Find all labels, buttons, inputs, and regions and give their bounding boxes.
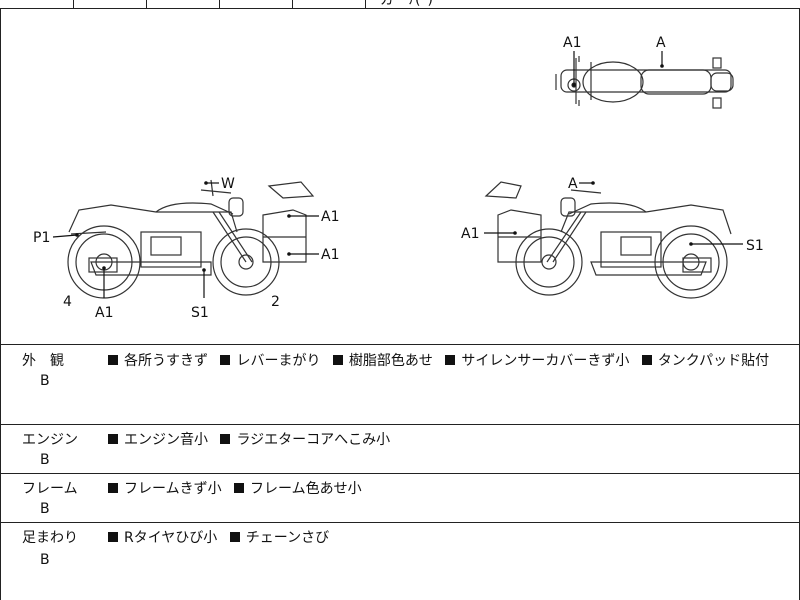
bullet-square: [108, 483, 118, 493]
item-text: 各所うすきず: [124, 353, 208, 369]
item-text: チェーンさび: [245, 530, 330, 546]
bullet-square: [332, 355, 343, 365]
left-label-w: W: [221, 176, 235, 192]
left-label-2: 2: [271, 294, 280, 310]
row-grade: B: [40, 552, 50, 568]
left-label-s1: S1: [191, 305, 209, 321]
bullet-square: [108, 434, 118, 444]
column-divider: [219, 0, 220, 8]
item-text: フレーム色あせ小: [250, 481, 362, 497]
row-items: Rタイヤひび小 チェーンさび: [108, 527, 337, 547]
item-text: サイレンサーカバーきず小: [461, 353, 630, 369]
bullet-square: [220, 434, 231, 444]
left-label-a1-lower: A1: [321, 247, 339, 263]
motorcycle-left-view: [52, 179, 319, 299]
column-divider: [146, 0, 147, 8]
item-text: Rタイヤひび小: [124, 530, 218, 546]
motorcycle-right-view: [484, 181, 743, 299]
column-divider: [365, 0, 366, 8]
right-label-a1: A1: [461, 226, 479, 242]
item-text: 樹脂部色あせ: [348, 353, 433, 369]
row-items: エンジン音小 ラジエターコアへこみ小: [108, 429, 398, 449]
row-frame: フレーム B フレームきず小 フレーム色あせ小: [0, 473, 800, 523]
item-text: タンクパッド貼付: [657, 353, 770, 369]
motorcycle-top-view: [555, 51, 734, 109]
row-exterior: 外 観 B 各所うすきず レバーまがり 樹脂部色あせ サイレンサーカバーきず小 …: [0, 345, 800, 425]
row-grade: B: [40, 452, 50, 468]
top-table-strip: ガ・ﾅ(･): [0, 0, 800, 9]
item-text: エンジン音小: [124, 432, 208, 448]
left-label-a1-upper: A1: [321, 209, 339, 225]
row-suspension: 足まわり B Rタイヤひび小 チェーンさび: [0, 522, 800, 600]
bullet-square: [445, 355, 456, 365]
row-category: フレーム: [22, 481, 78, 497]
bullet-square: [108, 532, 118, 542]
row-engine: エンジン B エンジン音小 ラジエターコアへこみ小: [0, 424, 800, 474]
bullet-square: [229, 532, 240, 542]
bullet-square: [220, 355, 231, 365]
left-label-p1: P1: [33, 230, 50, 246]
row-grade: B: [40, 373, 50, 389]
column-divider: [73, 0, 74, 8]
row-category: 足まわり: [22, 530, 78, 546]
top-fragment-text: ガ・ﾅ(･): [380, 0, 433, 8]
bullet-square: [108, 355, 118, 365]
bullet-square: [641, 355, 652, 365]
bullet-square: [234, 483, 245, 493]
top-label-a: A: [656, 35, 666, 51]
right-label-a: A: [568, 176, 578, 192]
item-text: レバーまがり: [236, 353, 321, 369]
item-text: フレームきず小: [124, 481, 222, 497]
left-label-a1-bottom: A1: [95, 305, 113, 321]
top-label-a1: A1: [563, 35, 581, 51]
left-label-4: 4: [63, 294, 72, 310]
row-category: 外 観: [22, 353, 64, 369]
item-text: ラジエターコアへこみ小: [236, 432, 391, 448]
row-items: 各所うすきず レバーまがり 樹脂部色あせ サイレンサーカバーきず小 タンクパッド…: [108, 350, 777, 370]
column-divider: [292, 0, 293, 8]
right-label-s1: S1: [746, 238, 764, 254]
row-category: エンジン: [22, 432, 78, 448]
damage-diagram-panel: A1 A W A1 A1 P1 4 A1 S1 2 A A1 S1: [0, 9, 800, 345]
row-grade: B: [40, 501, 50, 517]
row-items: フレームきず小 フレーム色あせ小: [108, 478, 370, 498]
